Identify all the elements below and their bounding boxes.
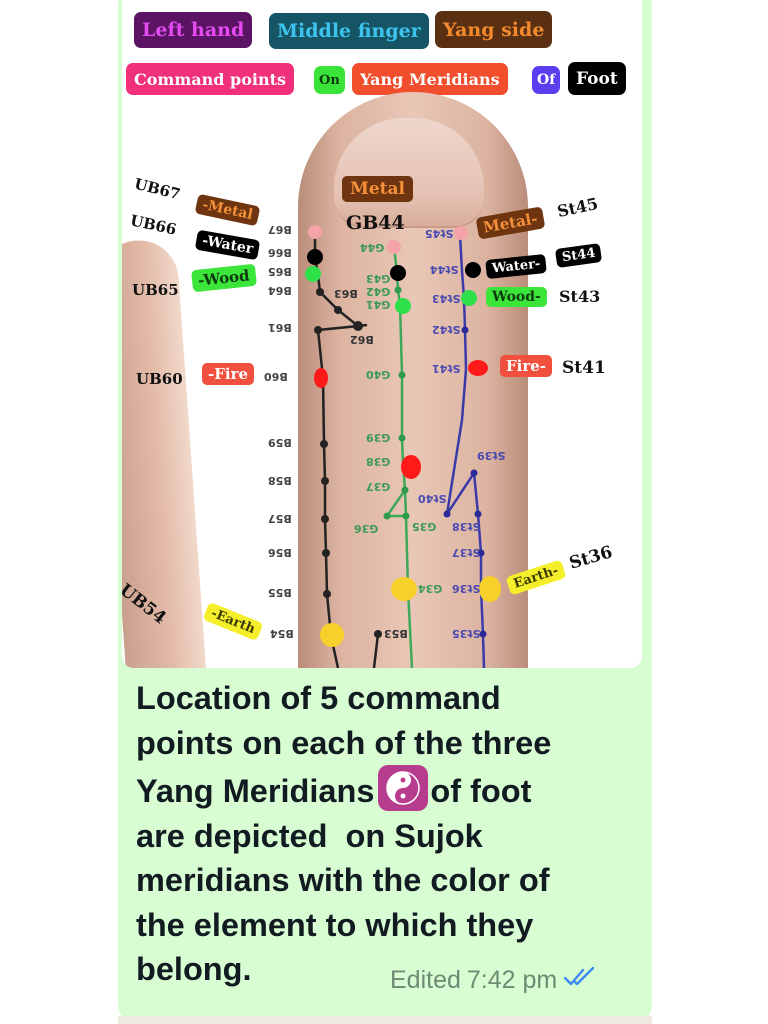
point-label-b55: B55 [268,586,292,599]
tag-yang-side: Yang side [435,11,553,48]
label-st43: St43 [559,287,601,306]
tag-left-hand: Left hand [134,12,253,48]
message-line: belong. [136,951,252,987]
label-gb44: GB44 [346,212,405,234]
point-label-st41: St41 [432,362,461,375]
message-line: points on each of the three [136,724,552,761]
element-tag-st43-wood: Wood- [486,287,547,307]
yin-yang-icon [378,765,429,811]
chat-background [118,1016,652,1024]
point-label-g41: G41 [366,298,391,311]
point-label-b62: B62 [350,333,374,346]
point-label-b65: B65 [268,265,292,278]
point-label-b61: B61 [268,321,292,334]
point-label-g38: G38 [366,455,391,468]
point-label-b57: B57 [268,512,292,525]
element-tag-st41-fire: Fire- [500,355,553,377]
point-label-g35: G35 [412,520,437,533]
tag-foot: Foot [568,62,626,95]
point-label-g39: G39 [366,431,391,444]
element-tag-gb44-metal: Metal [342,176,413,202]
message-time: 7:42 pm [466,966,558,994]
message-text: Location of 5 command points on each of … [136,676,636,992]
meridian-lines [305,225,501,668]
message-line: Yang Meridians of foot [136,765,636,814]
point-label-st35: St35 [452,627,481,640]
message-meta: Edited 7:42 pm [390,966,597,995]
point-label-st44: St44 [430,263,459,276]
point-label-g43: G43 [366,272,391,285]
double-check-read-icon [563,966,597,995]
tag-on: On [314,66,345,94]
point-label-st45: St45 [425,227,454,240]
message-line: Location of 5 command [136,680,501,716]
point-label-st36: St36 [452,582,481,595]
point-label-g44: G44 [360,241,385,254]
point-label-g42: G42 [366,285,391,298]
tag-command-points: Command points [126,63,294,95]
point-label-st39: St39 [477,449,506,462]
point-label-b56: B56 [268,546,292,559]
point-label-st43: St43 [432,292,461,305]
element-tag-ub60-fire: -Fire [202,363,255,385]
message-line: meridians with the color of [136,862,550,898]
point-label-b58: B58 [268,474,292,487]
point-label-g37: G37 [366,480,391,493]
point-label-b60: B60 [264,370,288,383]
point-label-g34: G34 [418,582,443,595]
point-label-b66: B66 [268,246,292,259]
point-label-b53: B53 [384,627,408,640]
point-label-g36: G36 [354,522,379,535]
point-label-b67: B67 [268,223,292,236]
label-ub60: UB60 [136,370,183,388]
point-label-st40: St40 [418,492,447,505]
edited-label: Edited [390,966,461,994]
label-ub65: UB65 [132,281,179,299]
point-label-st42: St42 [432,323,461,336]
message-line: the element to which they [136,906,534,943]
point-label-b59: B59 [268,436,292,449]
message-image[interactable]: Left hand Middle finger Yang side Comman… [122,0,642,668]
tag-yang-meridians: Yang Meridians [352,63,508,95]
point-label-st37: St37 [452,546,481,559]
point-label-g40: G40 [366,368,391,381]
label-st41: St41 [562,358,606,378]
point-label-b54: B54 [270,627,294,640]
point-label-b64: B64 [268,284,292,297]
point-label-b63: B63 [334,287,358,300]
tag-middle-finger: Middle finger [269,13,429,49]
tag-of: Of [532,66,561,94]
message-line: are depicted on Sujok [136,817,483,854]
fingernail [334,118,484,228]
point-label-st38: St38 [452,520,481,533]
